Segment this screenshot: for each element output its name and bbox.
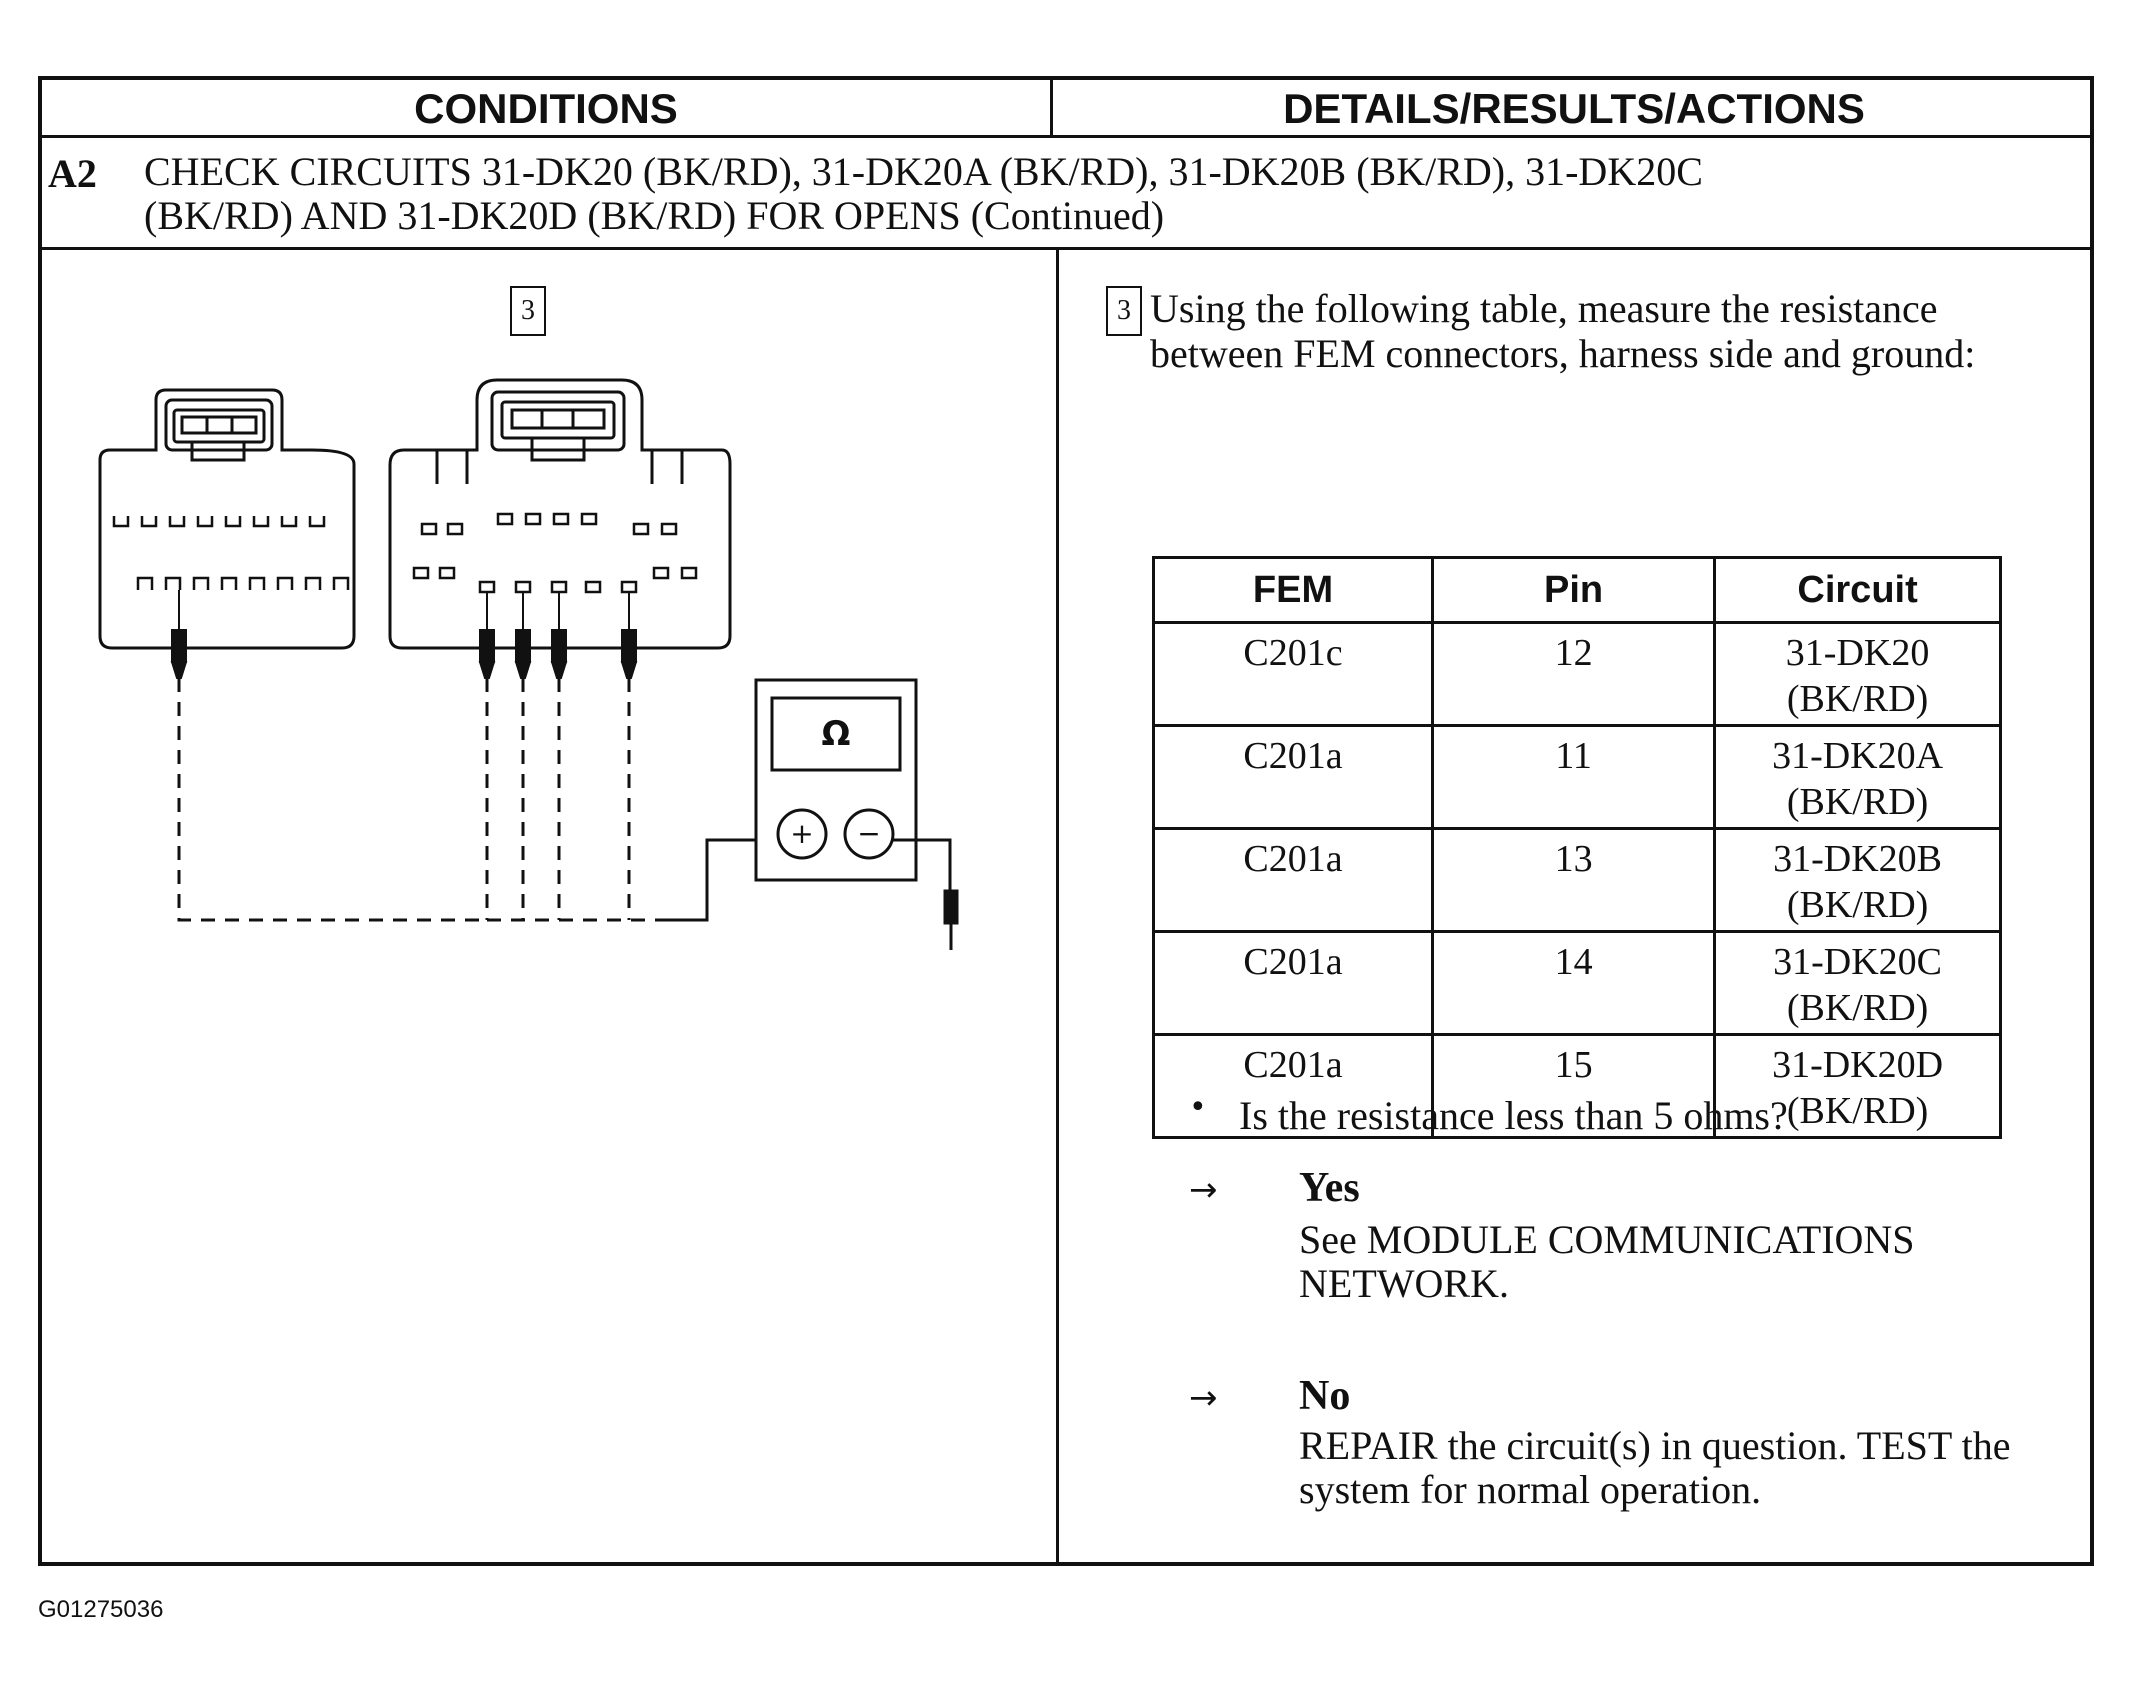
meter-positive-lead	[662, 838, 756, 922]
circuit-id: 31-DK20B	[1773, 838, 1943, 880]
column-header-circuit: Circuit	[1713, 556, 2002, 624]
connector-c201a-icon	[388, 378, 732, 650]
ohm-symbol: Ω	[821, 714, 851, 754]
circuit-id: 31-DK20C	[1773, 941, 1943, 983]
question-text: Is the resistance less than 5 ohms?	[1239, 1093, 1788, 1138]
details-column: 3 Using the following table, measure the…	[1059, 250, 2094, 1566]
procedure-table: CONDITIONS DETAILS/RESULTS/ACTIONS A2 CH…	[38, 76, 2094, 1566]
cell-pin: 12	[1431, 621, 1717, 727]
jumper-wires	[177, 678, 662, 922]
circuit-color: (BK/RD)	[1786, 987, 1929, 1029]
no-text-line-1: REPAIR the circuit(s) in question. TEST …	[1299, 1423, 2011, 1468]
step-title-line-2: (BK/RD) AND 31-DK20D (BK/RD) FOR OPENS (…	[144, 193, 1165, 238]
connector-c201c-icon	[98, 388, 356, 650]
column-header-pin: Pin	[1431, 556, 1717, 624]
cell-circuit: 31-DK20C(BK/RD)	[1713, 930, 2002, 1036]
no-text-line-2: system for normal operation.	[1299, 1467, 1762, 1512]
details-substep-box: 3	[1106, 286, 1142, 336]
no-text: REPAIR the circuit(s) in question. TEST …	[1299, 1424, 2079, 1512]
details-header: DETAILS/RESULTS/ACTIONS	[1283, 85, 1865, 132]
conditions-header: CONDITIONS	[414, 85, 678, 132]
cell-circuit: 31-DK20A(BK/RD)	[1713, 724, 2002, 830]
step-title-line-1: CHECK CIRCUITS 31-DK20 (BK/RD), 31-DK20A…	[144, 149, 1703, 194]
cell-fem: C201a	[1151, 930, 1435, 1036]
cell-fem: C201a	[1151, 1033, 1435, 1139]
connector-diagram	[98, 378, 959, 950]
table-row: C201a 13 31-DK20B(BK/RD)	[1151, 827, 2002, 933]
circuit-color: (BK/RD)	[1786, 781, 1929, 823]
table-row: C201a 14 31-DK20C(BK/RD)	[1151, 930, 2002, 1036]
yes-text-line-1: See MODULE COMMUNICATIONS	[1299, 1217, 1915, 1262]
circuit-id: 31-DK20D	[1772, 1044, 1944, 1086]
meter-negative-lead	[893, 838, 952, 890]
meter-plus-terminal: +	[790, 817, 814, 850]
diagram-substep-box: 3	[510, 286, 546, 336]
cell-pin: 15	[1431, 1033, 1717, 1139]
header-divider	[1050, 80, 1053, 138]
cell-fem: C201a	[1151, 724, 1435, 830]
circuit-color: (BK/RD)	[1786, 884, 1929, 926]
table-row: C201a 15 31-DK20D(BK/RD)	[1151, 1033, 2002, 1139]
cell-fem: C201a	[1151, 827, 1435, 933]
step-title: CHECK CIRCUITS 31-DK20 (BK/RD), 31-DK20A…	[144, 150, 2074, 238]
meter-minus-terminal: −	[857, 817, 881, 850]
yes-label: Yes	[1299, 1165, 1360, 1211]
column-header-fem: FEM	[1151, 556, 1435, 624]
circuit-id: 31-DK20A	[1772, 735, 1944, 777]
test-probes	[170, 590, 638, 679]
cell-pin: 11	[1431, 724, 1717, 830]
cell-circuit: 31-DK20D(BK/RD)	[1713, 1033, 2002, 1139]
no-label: No	[1299, 1373, 1351, 1419]
circuit-color: (BK/RD)	[1786, 678, 1929, 720]
column-divider	[1056, 250, 1059, 1566]
figure-id: G01275036	[38, 1596, 164, 1623]
resistance-table: FEM Pin Circuit C201c 12 31-DK20(BK/RD) …	[1151, 556, 2002, 1139]
no-arrow-icon: →	[1189, 1378, 1218, 1418]
bullet-icon: •	[1189, 1090, 1207, 1125]
cell-circuit: 31-DK20(BK/RD)	[1713, 621, 2002, 727]
table-row: C201a 11 31-DK20A(BK/RD)	[1151, 724, 2002, 830]
table-row: C201c 12 31-DK20(BK/RD)	[1151, 621, 2002, 727]
conditions-diagram: 3	[42, 250, 1054, 1250]
cell-fem: C201c	[1151, 621, 1435, 727]
yes-text-line-2: NETWORK.	[1299, 1261, 1509, 1306]
header-row: CONDITIONS DETAILS/RESULTS/ACTIONS	[42, 80, 2090, 138]
ground-symbol-icon	[943, 889, 959, 950]
step-title-row: A2 CHECK CIRCUITS 31-DK20 (BK/RD), 31-DK…	[42, 138, 2090, 250]
instruction-text: Using the following table, measure the r…	[1150, 286, 1976, 376]
ohmmeter-icon	[754, 678, 918, 882]
cell-pin: 13	[1431, 827, 1717, 933]
cell-pin: 14	[1431, 930, 1717, 1036]
yes-arrow-icon: →	[1189, 1170, 1218, 1210]
step-number: A2	[48, 151, 97, 196]
cell-circuit: 31-DK20B(BK/RD)	[1713, 827, 2002, 933]
circuit-id: 31-DK20	[1785, 632, 1930, 674]
yes-text: See MODULE COMMUNICATIONS NETWORK.	[1299, 1218, 2079, 1306]
table-header-row: FEM Pin Circuit	[1151, 556, 2002, 624]
circuit-color: (BK/RD)	[1786, 1090, 1929, 1132]
